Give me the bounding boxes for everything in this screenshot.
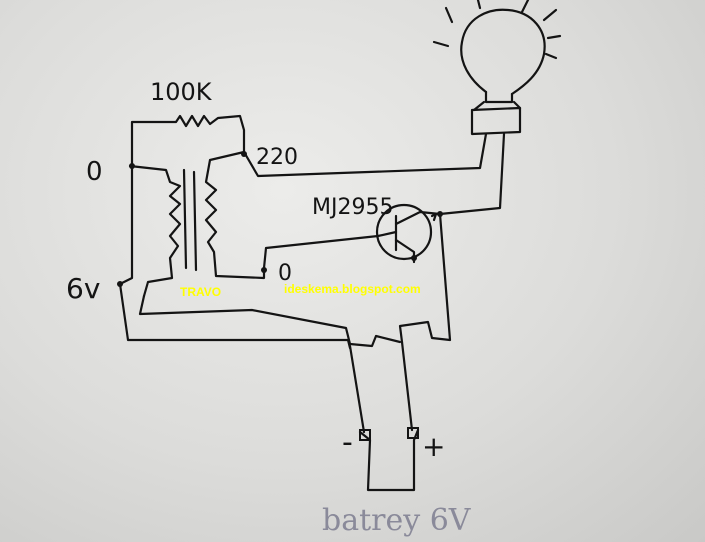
transformer xyxy=(128,150,266,298)
transformer-label: TRAVO xyxy=(180,285,221,299)
wire-220-to-lamp xyxy=(242,132,488,178)
battery-caption: batrey 6V xyxy=(322,503,472,538)
battery-minus-label: - xyxy=(342,425,353,460)
wire-left-vertical xyxy=(118,124,134,286)
transistor-label: MJ2955 xyxy=(312,195,393,220)
zero-bottom-label: 0 xyxy=(278,261,292,286)
zero-top-label: 0 xyxy=(86,157,103,187)
resistor-label: 100K xyxy=(150,78,213,106)
light-bulb-icon xyxy=(460,8,546,136)
wire-emitter-down xyxy=(398,212,452,344)
resistor-100k xyxy=(130,114,246,154)
light-rays xyxy=(432,0,562,60)
junction-dots xyxy=(117,151,443,287)
voltage-220-label: 220 xyxy=(256,145,298,170)
six-volt-label: 6v xyxy=(66,272,100,305)
wire-transformer-to-switch xyxy=(138,294,402,348)
website-watermark: ideskema.blogspot.com xyxy=(284,282,421,296)
battery-plus-label: + xyxy=(422,430,445,463)
battery-6v xyxy=(348,340,420,492)
